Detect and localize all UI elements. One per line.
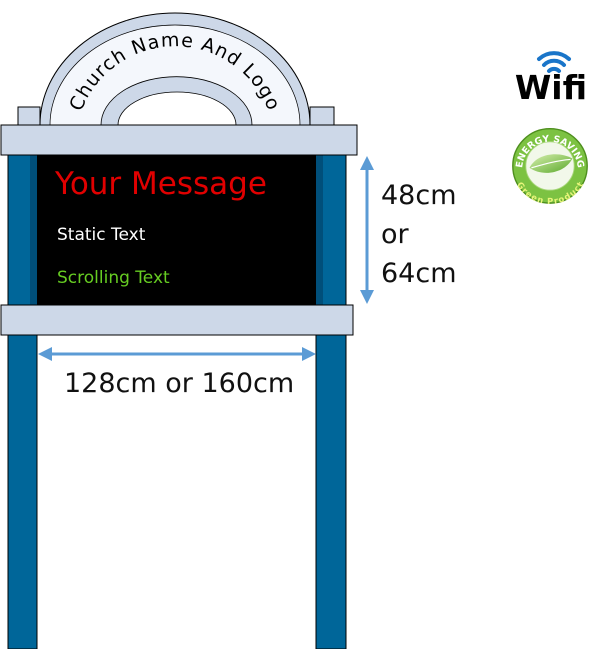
static-text: Static Text <box>57 225 146 245</box>
height-value-2: 64cm <box>381 258 457 289</box>
scrolling-text: Scrolling Text <box>57 268 170 288</box>
wifi-label: Wifi <box>515 68 587 105</box>
width-dimension-label: 128cm or 160cm <box>64 368 295 399</box>
leaf-icon <box>529 154 573 173</box>
arch-header: Church Name And Logo <box>17 12 335 128</box>
height-dimension-label: 48cm or 64cm <box>381 176 457 293</box>
wifi-icon <box>537 51 571 73</box>
led-screen <box>37 155 316 305</box>
top-crossbar <box>0 124 358 156</box>
headline-text: Your Message <box>54 166 267 202</box>
width-arrow <box>38 347 316 361</box>
energy-saving-badge: ENERGY SAVING Green Product <box>512 128 588 205</box>
height-or: or <box>381 219 409 250</box>
height-value-1: 48cm <box>381 180 457 211</box>
height-arrow <box>360 156 374 304</box>
bottom-crossbar <box>0 304 354 336</box>
wifi-logo: Wifi <box>515 51 587 105</box>
